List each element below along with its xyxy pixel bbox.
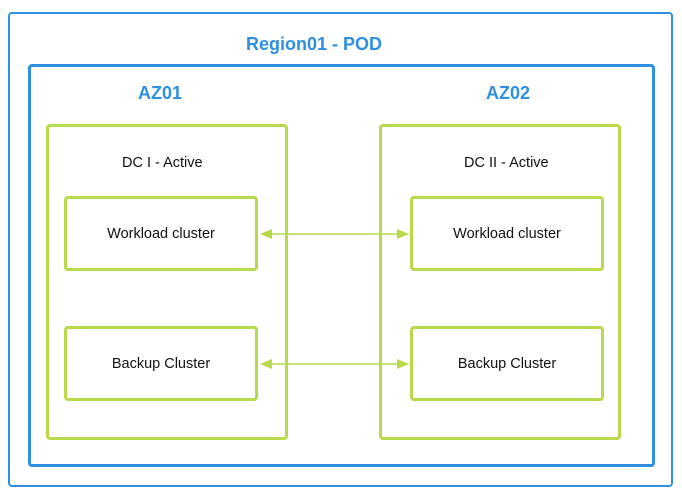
datacenter-1-box <box>46 124 288 440</box>
workload-link-arrow <box>260 229 409 239</box>
dc1-backup-cluster-label: Backup Cluster <box>111 355 211 372</box>
dc1-backup-cluster-box: Backup Cluster <box>64 326 258 401</box>
dc1-workload-cluster-box: Workload cluster <box>64 196 258 271</box>
dc2-workload-cluster-label: Workload cluster <box>453 225 561 242</box>
dc1-workload-cluster-label: Workload cluster <box>107 225 215 242</box>
dc2-workload-cluster-box: Workload cluster <box>410 196 604 271</box>
datacenter-2-box <box>379 124 621 440</box>
dc2-backup-cluster-label: Backup Cluster <box>457 355 557 372</box>
availability-zones-container <box>28 64 655 467</box>
az02-title: AZ02 <box>486 83 531 103</box>
region-title: Region01 - POD <box>246 34 383 54</box>
dc2-backup-cluster-box: Backup Cluster <box>410 326 604 401</box>
datacenter-1-title: DC I - Active <box>122 155 203 171</box>
backup-link-arrow <box>260 359 409 369</box>
region-container <box>8 12 673 487</box>
datacenter-2-title: DC II - Active <box>464 155 549 171</box>
az01-title: AZ01 <box>138 83 183 103</box>
